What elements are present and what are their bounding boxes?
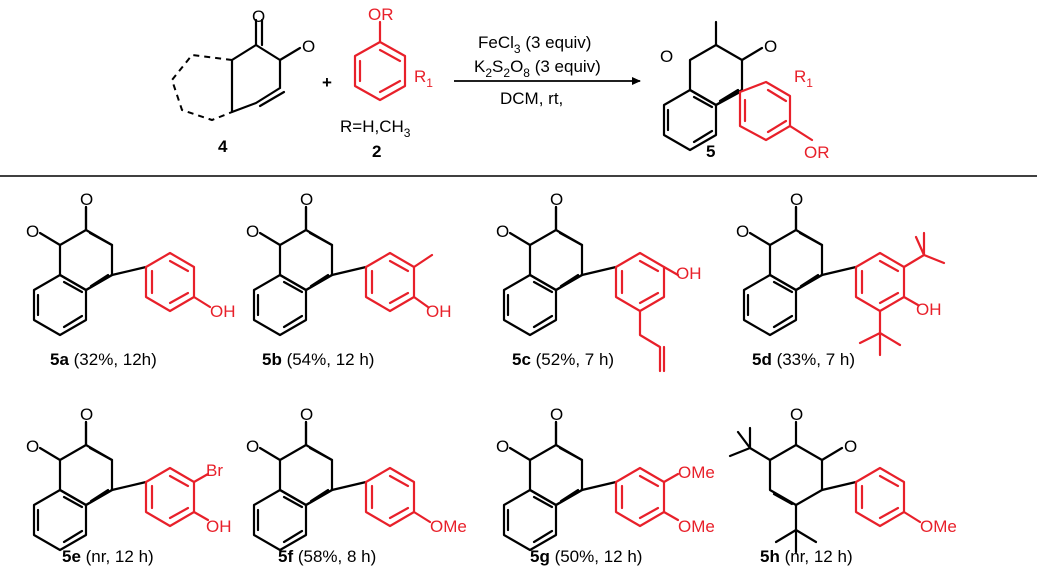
- product-r1: R1: [794, 67, 813, 90]
- product-5f: O O OMe: [246, 405, 467, 552]
- product-caption-5f: 5f (58%, 8 h): [278, 547, 376, 566]
- product-5b: O O OH: [246, 190, 452, 337]
- para-substituent: OH: [426, 302, 452, 321]
- carbonyl-o-2: O: [300, 405, 313, 424]
- product-caption-5g: 5g (50%, 12 h): [530, 547, 642, 566]
- product-caption-5c: 5c (52%, 7 h): [512, 350, 614, 369]
- para-substituent: OMe: [920, 517, 957, 536]
- carbonyl-o-2: O: [80, 405, 93, 424]
- product-5: O O OR R1 5: [660, 20, 830, 162]
- para-substituent: OMe: [430, 517, 467, 536]
- phenol-or: OR: [368, 5, 394, 24]
- quinone-o1: O: [252, 7, 265, 26]
- carbonyl-o-2: O: [550, 190, 563, 209]
- carbonyl-o-1: O: [496, 222, 509, 241]
- product-label-5: 5: [706, 142, 715, 161]
- carbonyl-o-1: O: [26, 437, 39, 456]
- reactant-phenol-2: OR R1 R=H,CH3 2: [340, 5, 433, 161]
- product-5a: O O OH: [26, 190, 236, 337]
- r-definition: R=H,CH3: [340, 117, 411, 140]
- product-o2: O: [764, 37, 777, 56]
- meta-substituent: OMe: [678, 463, 715, 482]
- reactant-label-2: 2: [372, 142, 381, 161]
- para-substituent: OH: [206, 517, 232, 536]
- product-caption-5a: 5a (32%, 12h): [50, 350, 157, 369]
- condition-fecl3: FeCl3 (3 equiv): [478, 33, 591, 56]
- carbonyl-o-1: O: [496, 437, 509, 456]
- product-5h: O O OMe: [728, 405, 957, 554]
- product-caption-5d: 5d (33%, 7 h): [752, 350, 855, 369]
- carbonyl-o-1: O: [26, 222, 39, 241]
- product-5d: O O OH: [736, 190, 946, 357]
- carbonyl-o-1: O: [246, 437, 259, 456]
- carbonyl-o-2: O: [790, 190, 803, 209]
- condition-solvent: DCM, rt,: [500, 89, 563, 108]
- carbonyl-o-2: O: [844, 437, 857, 456]
- carbonyl-o-1: O: [790, 405, 803, 424]
- para-substituent: OH: [210, 302, 236, 321]
- product-5c: O O OH: [496, 190, 702, 373]
- carbonyl-o-2: O: [550, 405, 563, 424]
- product-caption-5b: 5b (54%, 12 h): [262, 350, 374, 369]
- reactant-quinone-4: O O 4: [170, 7, 315, 156]
- condition-k2s2o8: K2S2O8 (3 equiv): [474, 57, 601, 80]
- carbonyl-o-1: O: [246, 222, 259, 241]
- carbonyl-o-1: O: [736, 222, 749, 241]
- plus-sign: +: [322, 73, 332, 92]
- product-o1: O: [660, 47, 673, 66]
- reaction-arrow: FeCl3 (3 equiv) K2S2O8 (3 equiv) DCM, rt…: [454, 33, 641, 108]
- para-substituent: OH: [916, 300, 942, 319]
- phenol-r1: R1: [414, 67, 433, 90]
- meta-substituent: Br: [206, 461, 223, 480]
- reactant-label-4: 4: [218, 137, 228, 156]
- carbonyl-o-2: O: [80, 190, 93, 209]
- para-substituent: OH: [676, 264, 702, 283]
- product-grid: O O OH 5a (32%, 12h) O O OH 5b (54%, 12 h) O O OH 5…: [26, 190, 957, 566]
- product-or: OR: [804, 143, 830, 162]
- product-caption-5h: 5h (nr, 12 h): [760, 547, 853, 566]
- product-caption-5e: 5e (nr, 12 h): [62, 547, 154, 566]
- carbonyl-o-2: O: [300, 190, 313, 209]
- quinone-o2: O: [302, 37, 315, 56]
- para-substituent: OMe: [678, 517, 715, 536]
